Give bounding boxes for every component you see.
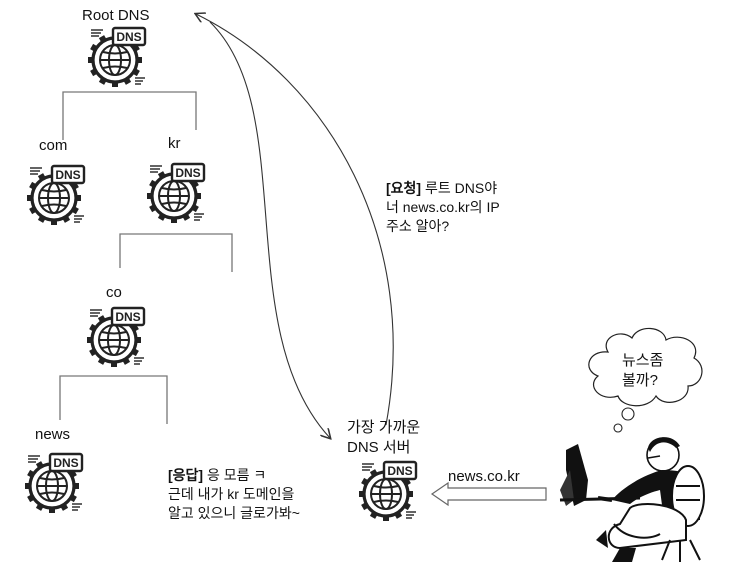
local-dns-label-line2: DNS 서버 bbox=[347, 439, 411, 456]
request-arrow bbox=[196, 14, 394, 426]
query-hollow-arrow bbox=[430, 481, 547, 507]
dns-badge-text: DNS bbox=[55, 168, 80, 182]
gear-tooth bbox=[135, 337, 141, 343]
gear-tooth bbox=[195, 193, 201, 199]
root-children-bracket bbox=[62, 91, 197, 140]
request-tag: [요청] bbox=[386, 180, 422, 196]
response-line3: 알고 있으니 글로가봐~ bbox=[168, 505, 300, 521]
local-dns-label-line1: 가장 가까운 bbox=[347, 419, 421, 436]
dns-badge bbox=[50, 164, 86, 185]
gear-tooth bbox=[147, 193, 153, 199]
com-label: com bbox=[39, 137, 68, 154]
dns-server-icon: DNS bbox=[25, 452, 84, 513]
response-line1: 응 모름 ㅋ bbox=[203, 467, 267, 483]
gear-tooth bbox=[25, 483, 31, 489]
gear-tooth bbox=[87, 337, 93, 343]
dns-badge bbox=[48, 452, 84, 473]
gear-tooth bbox=[136, 57, 142, 63]
dns-server-icon: DNS bbox=[147, 162, 206, 223]
kr-children-bracket bbox=[119, 233, 233, 272]
request-line1: 루트 DNS야 bbox=[421, 180, 498, 196]
dns-badge-text: DNS bbox=[53, 456, 78, 470]
request-text: [요청] 루트 DNS야 너 news.co.kr의 IP 주소 알아? bbox=[386, 179, 500, 236]
dns-badge bbox=[170, 162, 206, 183]
news-label: news bbox=[35, 426, 71, 443]
gear-tooth bbox=[27, 195, 33, 201]
root-dns-label: Root DNS bbox=[82, 7, 150, 24]
dns-badge bbox=[382, 460, 418, 481]
gear-tooth bbox=[73, 483, 79, 489]
response-tag: [응답] bbox=[168, 467, 204, 483]
request-line3: 주소 알아? bbox=[386, 218, 450, 234]
dns-badge-text: DNS bbox=[387, 464, 412, 478]
response-arrow bbox=[209, 21, 330, 438]
gear-tooth bbox=[407, 491, 413, 497]
dns-server-icon: DNS bbox=[359, 460, 418, 521]
dns-badge-text: DNS bbox=[175, 166, 200, 180]
response-line2: 근데 내가 kr 도메인을 bbox=[168, 486, 295, 502]
dns-badge-text: DNS bbox=[116, 30, 141, 44]
gear-tooth bbox=[88, 57, 94, 63]
gear-tooth bbox=[359, 491, 365, 497]
kr-label: kr bbox=[168, 135, 181, 152]
dns-badge bbox=[110, 306, 146, 327]
response-text: [응답] 응 모름 ㅋ 근데 내가 kr 도메인을 알고 있으니 글로가봐~ bbox=[168, 466, 300, 523]
gear-tooth bbox=[75, 195, 81, 201]
dns-server-icon: DNS bbox=[88, 26, 147, 87]
thought-line2: 볼까? bbox=[622, 372, 658, 389]
query-arrow-label: news.co.kr bbox=[448, 468, 520, 485]
request-line2: 너 news.co.kr의 IP bbox=[386, 199, 500, 215]
co-label: co bbox=[106, 284, 122, 301]
dns-server-icon: DNS bbox=[27, 164, 86, 225]
thought-line1: 뉴스좀 bbox=[622, 352, 664, 369]
dns-badge bbox=[111, 26, 147, 47]
co-children-bracket bbox=[59, 375, 168, 424]
dns-server-icon: DNS bbox=[87, 306, 146, 367]
dns-badge-text: DNS bbox=[115, 310, 140, 324]
